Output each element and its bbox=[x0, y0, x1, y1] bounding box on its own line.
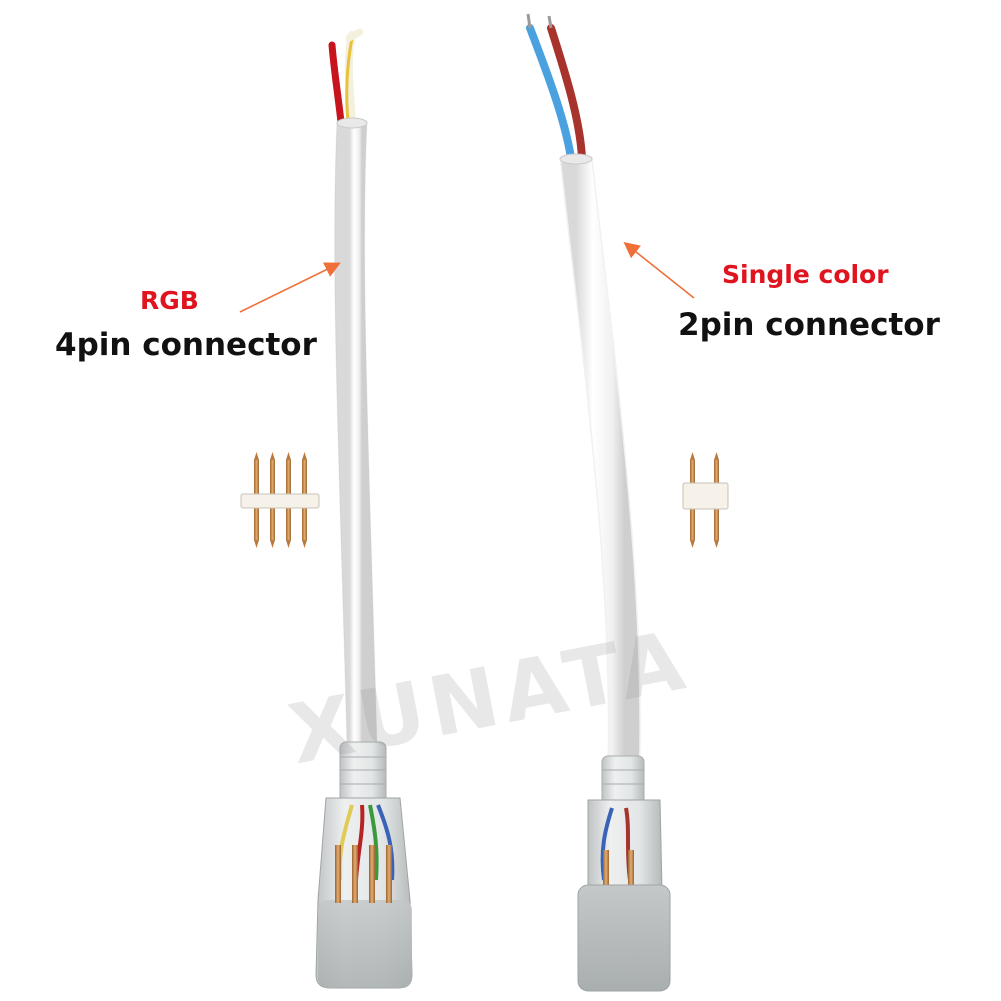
four-pin-connector-label: 4pin connector bbox=[55, 327, 317, 363]
rgb-pointer-arrow bbox=[239, 262, 341, 313]
rgb-cable-assembly bbox=[315, 28, 413, 989]
four-pin-header bbox=[240, 452, 320, 548]
rgb-type-label: RGB bbox=[140, 286, 199, 315]
single-strain-relief bbox=[601, 755, 645, 807]
blue-wire bbox=[526, 24, 575, 162]
two-pin-connector-label: 2pin connector bbox=[678, 307, 940, 343]
white-wire-end bbox=[345, 28, 364, 42]
two-pin-header bbox=[682, 452, 729, 548]
single-color-type-label: Single color bbox=[722, 260, 889, 289]
single-color-cable-assembly bbox=[526, 13, 671, 992]
yellow-wire bbox=[345, 36, 354, 124]
brown-wire bbox=[547, 24, 586, 162]
red-wire bbox=[328, 41, 345, 126]
single-color-pointer-arrow bbox=[623, 242, 695, 299]
